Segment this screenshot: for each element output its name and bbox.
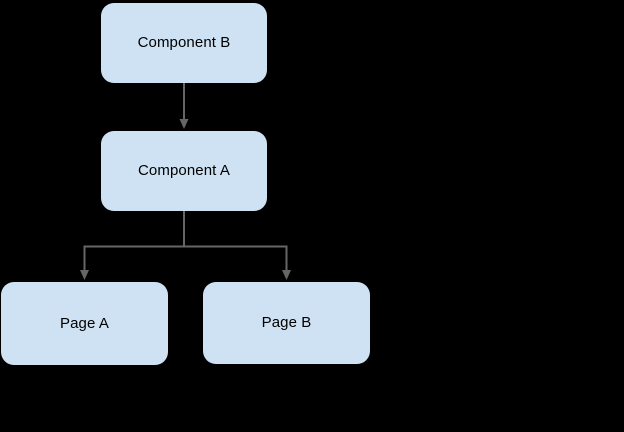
node-page-b: Page B xyxy=(203,282,370,364)
node-label-component-a: Component A xyxy=(138,162,230,179)
node-label-page-a: Page A xyxy=(60,314,109,332)
node-component-b: Component B xyxy=(101,3,267,83)
node-label-page-b: Page B xyxy=(261,314,312,331)
node-page-a: Page A xyxy=(1,282,168,365)
connector-arrowhead-component-a xyxy=(179,119,189,129)
node-component-a: Component A xyxy=(101,131,267,211)
connector-component-a-to-page-b xyxy=(183,211,288,270)
connector-arrowhead-page-a xyxy=(80,270,89,280)
connector-arrowhead-page-b xyxy=(282,270,291,280)
connector-component-a-to-page-a xyxy=(83,211,185,270)
node-label-component-b: Component B xyxy=(137,34,231,51)
